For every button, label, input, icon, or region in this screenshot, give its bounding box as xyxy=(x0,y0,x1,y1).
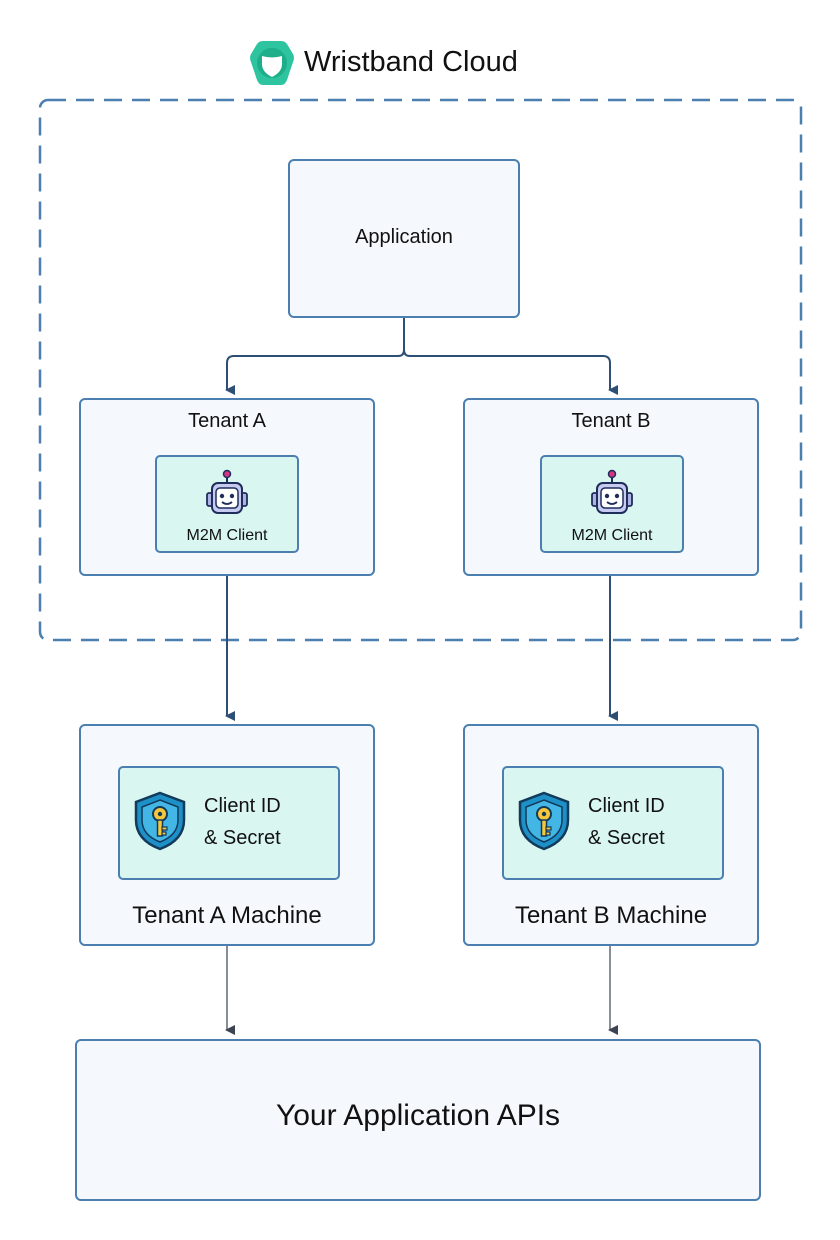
tenant-b-machine-node: Client ID & Secret Tenant B Machine xyxy=(463,724,759,946)
tenant-b-machine-label: Tenant B Machine xyxy=(514,902,708,929)
tenant-b-credentials: Client ID & Secret xyxy=(502,766,724,880)
header: Wristband Cloud xyxy=(249,38,589,88)
tenant-a-machine-label: Tenant A Machine xyxy=(132,902,322,929)
tenant-a-m2m-client: M2M Client xyxy=(155,455,299,553)
tenant-a-client-label: M2M Client xyxy=(186,527,268,544)
application-node: Application xyxy=(288,159,520,318)
tenant-b-label: Tenant B xyxy=(571,410,651,432)
tenant-a-credential-line1: Client ID xyxy=(204,795,281,817)
wristband-shield-logo-icon xyxy=(249,40,295,86)
shield-key-icon xyxy=(132,790,188,852)
application-apis-node: Your Application APIs xyxy=(75,1039,761,1201)
application-label: Application xyxy=(355,226,453,248)
tenant-a-credentials: Client ID & Secret xyxy=(118,766,340,880)
application-apis-label: Your Application APIs xyxy=(275,1099,561,1132)
tenant-a-label: Tenant A xyxy=(188,410,266,432)
tenant-b-node: Tenant B M2M Client xyxy=(463,398,759,576)
connector-application-to-tenant-b xyxy=(403,318,618,395)
tenant-b-credential-line1: Client ID xyxy=(588,795,665,817)
tenant-a-node: Tenant A M2M Client xyxy=(79,398,375,576)
robot-icon xyxy=(202,469,252,517)
wristband-cloud-boundary xyxy=(38,98,803,642)
tenant-a-machine-node: Client ID & Secret Tenant A Machine xyxy=(79,724,375,946)
tenant-a-credential-line2: & Secret xyxy=(204,827,281,849)
tenant-b-credential-line2: & Secret xyxy=(588,827,665,849)
robot-icon xyxy=(587,469,637,517)
header-title: Wristband Cloud xyxy=(304,46,518,78)
tenant-b-client-label: M2M Client xyxy=(571,527,653,544)
tenant-b-m2m-client: M2M Client xyxy=(540,455,684,553)
shield-key-icon xyxy=(516,790,572,852)
connector-application-to-tenant-a xyxy=(225,318,405,395)
